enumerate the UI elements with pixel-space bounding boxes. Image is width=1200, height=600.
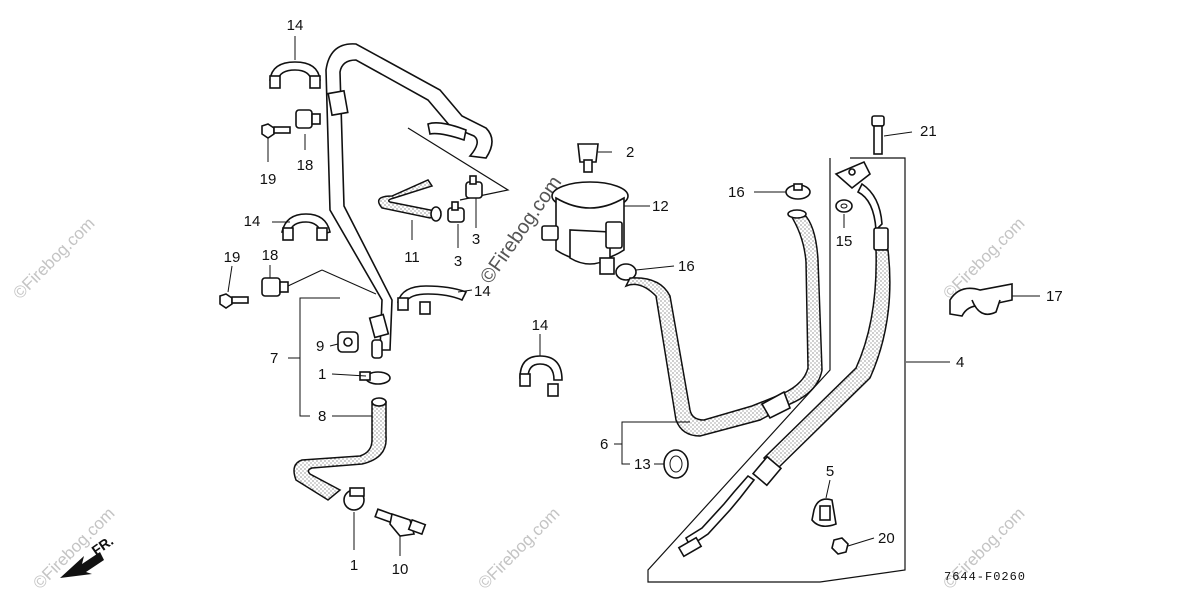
diagram-code: 7644-F0260 [944,570,1026,584]
callout-10: 10 [392,561,409,578]
fitting-10 [374,508,427,537]
clamp-17 [949,283,1013,317]
callout-3: 3 [454,253,462,270]
grommet-18 [295,109,321,129]
callout-17: 17 [1046,288,1063,305]
grommet-13 [663,449,689,479]
callout-1: 1 [350,557,358,574]
hose-11 [377,179,443,222]
callout-14: 14 [244,213,261,230]
callout-16: 16 [678,258,695,275]
clip-14 [269,61,321,89]
clip-14 [519,355,563,397]
cap-2 [577,143,599,173]
clip-14 [396,285,468,315]
callout-14: 14 [532,317,549,334]
watermark-text: ©Firebog.com [9,214,98,303]
callout-19: 19 [224,249,241,266]
callout-13: 13 [634,456,651,473]
bolt-19 [261,123,291,139]
clamp-3 [447,201,465,223]
washer-15 [835,199,853,213]
callout-3: 3 [472,231,480,248]
clamp-3 [465,175,483,199]
callout-20: 20 [878,530,895,547]
callout-7: 7 [270,350,278,367]
callout-19: 19 [260,171,277,188]
hose-6 [624,209,823,437]
callout-16: 16 [728,184,745,201]
metal-pipe [325,43,493,359]
watermark-text: ©Firebog.com [474,504,563,593]
clamp-16 [615,263,637,281]
hose-4 [677,160,891,558]
clamp-1 [359,371,391,385]
callout-2: 2 [626,144,634,161]
callout-labels: 14 18 19 14 19 18 11 3 3 2 12 16 16 14 1… [224,17,1063,578]
callout-12: 12 [652,198,669,215]
clip-5 [811,498,837,528]
hose-8 [293,397,387,501]
callout-18: 18 [262,247,279,264]
grommet-18 [261,269,377,297]
callout-15: 15 [836,233,853,250]
callout-8: 8 [318,408,326,425]
callout-18: 18 [297,157,314,174]
leader-lines [227,36,1040,556]
callout-21: 21 [920,123,937,140]
callout-5: 5 [826,463,834,480]
callout-1: 1 [318,366,326,383]
callout-6: 6 [600,436,608,453]
callout-4: 4 [956,354,964,371]
reservoir-12 [541,181,629,275]
clamp-16 [785,183,811,200]
grommet-9 [337,331,359,353]
front-arrow-icon [60,552,104,578]
callout-9: 9 [316,338,324,355]
bolt-20 [831,537,849,555]
callout-14: 14 [474,283,491,300]
clamp-1 [343,487,365,511]
callout-14: 14 [287,17,304,34]
clip-14 [281,213,331,241]
bolt-19 [219,293,249,309]
callout-11: 11 [404,249,420,266]
bolt-21 [871,115,885,155]
